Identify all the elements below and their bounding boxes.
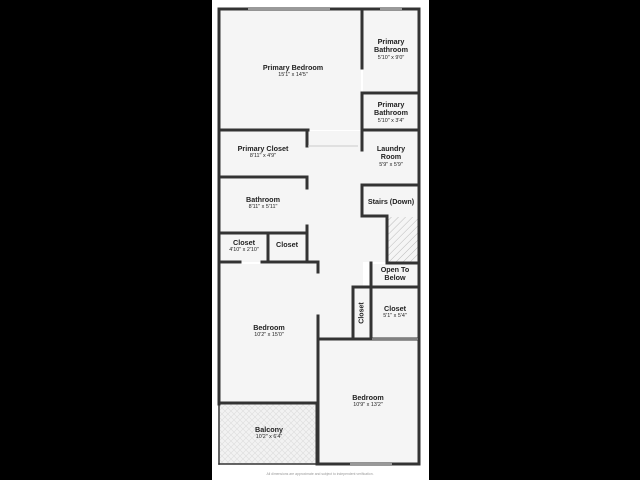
floor-bedroom-left xyxy=(220,264,318,403)
room-dims: 8'11" x 4'9" xyxy=(249,153,277,160)
label-stairs: Stairs (Down) xyxy=(367,197,415,206)
floor-bathroom xyxy=(220,179,306,234)
stairs-hatch xyxy=(388,217,418,262)
windows xyxy=(248,8,402,465)
walls xyxy=(217,7,421,466)
floor-closet-right xyxy=(372,288,418,338)
floor-primary-bathroom-2 xyxy=(363,95,418,129)
label-closet-left: Closet 4'10" x 2'10" xyxy=(229,238,259,254)
room-name: Bedroom xyxy=(352,393,384,402)
label-closet-right: Closet 5'1" x 5'4" xyxy=(383,304,407,320)
floor-laundry xyxy=(363,131,418,184)
floor-fills xyxy=(220,10,418,464)
floor-closet-vertical xyxy=(354,288,370,338)
label-bedroom-left: Bedroom 10'2" x 15'0" xyxy=(253,323,285,339)
label-primary-closet: Primary Closet 8'11" x 4'9" xyxy=(237,144,289,160)
door-openings xyxy=(308,145,418,340)
label-primary-bedroom: Primary Bedroom 15'1" x 14'5" xyxy=(262,63,324,79)
room-name: Bathroom xyxy=(246,195,280,204)
room-dims: 4'10" x 2'10" xyxy=(229,247,259,254)
floor-closet-left xyxy=(220,234,267,262)
floor-bedroom-right xyxy=(318,340,418,464)
room-dims: 15'1" x 14'5" xyxy=(278,72,308,79)
floor-balcony xyxy=(220,404,318,464)
floor-primary-bedroom xyxy=(220,10,361,130)
floor-primary-bathroom-1 xyxy=(363,10,418,92)
label-bathroom: Bathroom 8'11" x 5'11" xyxy=(246,195,280,211)
room-name: Primary Closet xyxy=(237,144,289,153)
room-name: Bedroom xyxy=(253,323,285,332)
floor-primary-closet xyxy=(220,131,306,176)
room-dims: 10'2" x 6'4" xyxy=(255,434,283,441)
floor-open-to-below xyxy=(372,264,418,286)
room-dims: 5'10" x 3'4" xyxy=(377,117,405,124)
room-name: Closet xyxy=(384,304,406,313)
room-dims: 8'11" x 5'11" xyxy=(248,204,278,211)
room-name: Closet xyxy=(233,238,255,247)
label-closet-vertical: Closet xyxy=(358,302,366,324)
label-balcony: Balcony 10'2" x 6'4" xyxy=(255,425,283,441)
footnote: All dimensions are approximate and subje… xyxy=(266,472,374,476)
room-dims: 5'1" x 5'4" xyxy=(383,313,407,320)
room-name: Balcony xyxy=(255,425,283,434)
room-name: Closet xyxy=(276,240,298,249)
room-dims: 5'9" x 5'9" xyxy=(379,161,403,168)
room-dims: 10'9" x 13'2" xyxy=(353,402,383,409)
room-dims: 5'10" x 9'0" xyxy=(377,54,405,61)
room-name: Primary Bedroom xyxy=(262,63,324,72)
wall-stairs xyxy=(360,183,421,265)
label-closet-mid: Closet xyxy=(276,240,298,249)
label-bedroom-right: Bedroom 10'9" x 13'2" xyxy=(352,393,384,409)
room-dims: 10'2" x 15'0" xyxy=(254,332,284,339)
floor-closet-mid xyxy=(269,234,306,262)
room-name: Stairs (Down) xyxy=(367,197,415,206)
